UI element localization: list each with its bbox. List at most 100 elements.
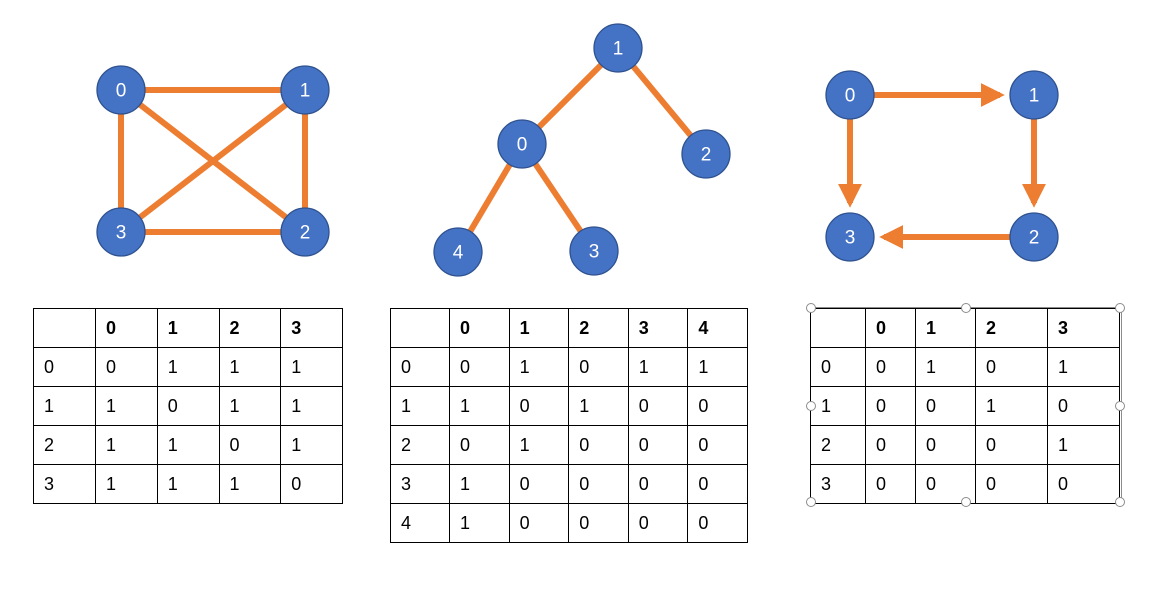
edge-1-3 xyxy=(119,87,307,235)
value-cell: 1 xyxy=(449,386,510,426)
node-circle xyxy=(280,207,330,257)
value-cell: 0 xyxy=(975,464,1048,504)
value-cell: 0 xyxy=(865,386,916,426)
value-cell: 0 xyxy=(449,347,510,387)
resize-handle-bottom-left[interactable] xyxy=(806,497,816,507)
resize-handle-top-mid[interactable] xyxy=(961,303,971,313)
value-cell: 1 xyxy=(156,425,220,465)
node-3: 3 xyxy=(569,226,619,276)
value-cell: 0 xyxy=(975,425,1048,465)
node-2: 2 xyxy=(280,207,330,257)
node-1: 1 xyxy=(280,65,330,115)
row-label-cell: 1 xyxy=(390,386,450,426)
value-cell: 0 xyxy=(627,425,689,465)
header-cell: 0 xyxy=(449,308,510,348)
resize-handle-mid-right[interactable] xyxy=(1115,401,1125,411)
value-cell: 1 xyxy=(218,347,282,387)
header-cell: 3 xyxy=(1047,308,1120,348)
value-cell: 0 xyxy=(627,386,689,426)
value-cell: 1 xyxy=(1047,425,1120,465)
row-label-cell: 1 xyxy=(810,386,866,426)
value-cell: 1 xyxy=(915,347,976,387)
row-label-cell: 0 xyxy=(390,347,450,387)
value-cell: 1 xyxy=(280,425,343,465)
node-3: 3 xyxy=(96,207,146,257)
node-label: 1 xyxy=(300,81,311,102)
node-label: 2 xyxy=(701,145,712,166)
row-label-cell: 2 xyxy=(390,425,450,465)
value-cell: 0 xyxy=(687,425,748,465)
value-cell: 0 xyxy=(568,425,629,465)
header-cell xyxy=(33,308,96,348)
header-cell: 3 xyxy=(280,308,343,348)
node-4: 4 xyxy=(433,227,483,277)
resize-handle-top-right[interactable] xyxy=(1115,303,1125,313)
header-cell: 0 xyxy=(865,308,916,348)
node-0: 0 xyxy=(825,70,875,120)
value-cell: 0 xyxy=(627,503,689,543)
node-circle xyxy=(1009,212,1059,262)
value-cell: 0 xyxy=(687,464,748,504)
node-circle xyxy=(96,207,146,257)
resize-handle-top-left[interactable] xyxy=(806,303,816,313)
value-cell: 0 xyxy=(865,464,916,504)
value-cell: 1 xyxy=(280,386,343,426)
header-cell: 2 xyxy=(568,308,629,348)
graph-tree: 1 0 2 4 3 xyxy=(433,23,731,277)
value-cell: 0 xyxy=(975,347,1048,387)
node-label: 0 xyxy=(517,135,528,156)
value-cell: 1 xyxy=(508,347,570,387)
value-cell: 0 xyxy=(865,347,916,387)
value-cell: 1 xyxy=(95,425,158,465)
node-label: 2 xyxy=(1029,228,1040,249)
node-2: 2 xyxy=(1009,212,1059,262)
header-cell xyxy=(390,308,450,348)
resize-handle-bottom-right[interactable] xyxy=(1115,497,1125,507)
value-cell: 1 xyxy=(280,347,343,387)
graphs-canvas: 0 1 2 3 1 0 2 4 3 0 1 2 3 xyxy=(96,23,1059,277)
node-circle xyxy=(280,65,330,115)
header-cell: 1 xyxy=(915,308,976,348)
value-cell: 0 xyxy=(627,464,689,504)
node-1: 1 xyxy=(593,23,643,73)
row-label-cell: 2 xyxy=(33,425,96,465)
row-label-cell: 4 xyxy=(390,503,450,543)
node-label: 3 xyxy=(589,242,600,263)
graph-undirected-complete: 0 1 2 3 xyxy=(96,65,330,257)
node-circle xyxy=(497,119,547,169)
value-cell: 1 xyxy=(1047,347,1120,387)
value-cell: 0 xyxy=(508,386,570,426)
value-cell: 0 xyxy=(508,503,570,543)
row-label-cell: 0 xyxy=(810,347,866,387)
node-circle xyxy=(825,70,875,120)
header-cell: 1 xyxy=(156,308,220,348)
node-circle xyxy=(569,226,619,276)
value-cell: 0 xyxy=(218,425,282,465)
resize-handle-bottom-mid[interactable] xyxy=(961,497,971,507)
header-cell: 2 xyxy=(218,308,282,348)
node-label: 0 xyxy=(116,81,127,102)
value-cell: 0 xyxy=(568,503,629,543)
value-cell: 1 xyxy=(508,425,570,465)
value-cell: 0 xyxy=(687,386,748,426)
value-cell: 0 xyxy=(687,503,748,543)
node-label: 4 xyxy=(453,243,464,264)
node-label: 3 xyxy=(116,223,127,244)
value-cell: 0 xyxy=(865,425,916,465)
resize-handle-mid-left[interactable] xyxy=(806,401,816,411)
node-3: 3 xyxy=(825,212,875,262)
value-cell: 1 xyxy=(568,386,629,426)
node-circle xyxy=(96,65,146,115)
value-cell: 0 xyxy=(449,425,510,465)
